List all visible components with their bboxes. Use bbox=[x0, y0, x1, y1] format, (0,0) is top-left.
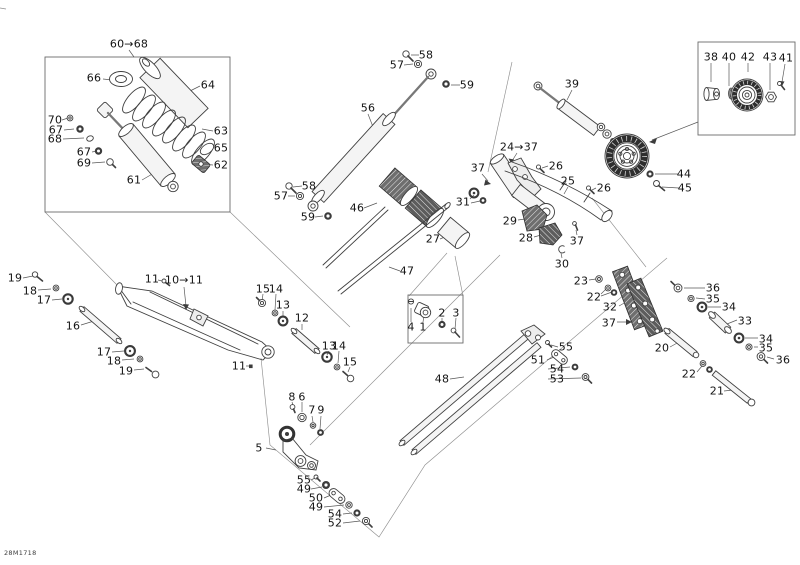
rocker-arm-32 bbox=[611, 265, 664, 338]
roller-27 bbox=[436, 216, 471, 249]
rod-12-assembly bbox=[255, 296, 355, 383]
ball-joint-69 bbox=[106, 158, 117, 169]
rubber-stop-29 bbox=[521, 204, 548, 232]
rocker-fasteners-22-23 bbox=[595, 275, 618, 296]
washer-70 bbox=[66, 114, 74, 122]
screw-37 bbox=[572, 221, 579, 231]
rod-16 bbox=[79, 306, 122, 344]
rod-20-21-fasteners-22 bbox=[699, 360, 713, 373]
shock-56-upper-fasteners bbox=[402, 50, 450, 88]
screw-3 bbox=[450, 327, 461, 338]
rubber-stop-28 bbox=[538, 222, 563, 246]
hub-spacer-38 bbox=[703, 87, 720, 101]
idler-wheel-detail-group bbox=[703, 78, 786, 112]
spring-seat-65 bbox=[199, 142, 215, 156]
center-shock-56 bbox=[285, 50, 450, 220]
arm-tube-25 bbox=[504, 161, 613, 223]
screw-26-right bbox=[585, 185, 595, 195]
roller-46-assembly bbox=[322, 167, 445, 269]
front-arm-assembly bbox=[115, 278, 275, 369]
arrowhead-37-rocker bbox=[626, 319, 632, 325]
detail-box-idler bbox=[697, 41, 796, 136]
bolt-11b bbox=[249, 364, 253, 369]
link-51-assembly bbox=[545, 340, 593, 384]
lower-link-50-chain bbox=[313, 474, 373, 528]
screw-41 bbox=[777, 81, 786, 91]
link-rod-20 bbox=[663, 327, 700, 359]
detail-box-shock bbox=[44, 56, 231, 213]
snap-ring-30 bbox=[558, 245, 566, 254]
idler-wheel-42 bbox=[730, 78, 764, 112]
pivot-hardware-detail-group bbox=[407, 298, 461, 338]
detail-box-hardware bbox=[407, 294, 464, 344]
washer-nut-31 bbox=[468, 187, 487, 204]
shock-absorber-detail-group bbox=[66, 56, 215, 193]
screw-26-upper bbox=[535, 164, 545, 174]
rod-16-assembly bbox=[31, 271, 160, 379]
link-rod-33-hardware bbox=[670, 280, 769, 364]
rear-arm-assembly bbox=[468, 153, 613, 254]
idler-wheel-fasteners-44-45 bbox=[646, 170, 666, 192]
construction-lines bbox=[0, 7, 668, 538]
link-rod-21 bbox=[711, 370, 756, 407]
crank-fasteners-6-9 bbox=[289, 404, 324, 436]
spring-clamp-62 bbox=[191, 155, 211, 173]
washer-68 bbox=[86, 135, 94, 142]
rail-rods-48 bbox=[398, 324, 546, 456]
bolt-11a bbox=[161, 278, 171, 287]
bell-crank-5 bbox=[278, 425, 319, 471]
arrowhead-to-idler-wheel bbox=[649, 138, 657, 144]
spring-cap-66 bbox=[109, 71, 133, 87]
idler-wheel bbox=[604, 133, 650, 179]
shock-body-61 bbox=[96, 101, 179, 193]
nut-43 bbox=[764, 91, 778, 103]
shock-56-lower-fasteners bbox=[285, 182, 332, 220]
shock-39 bbox=[533, 81, 616, 144]
arrowhead-37-left bbox=[484, 179, 491, 186]
arrowhead-24-37 bbox=[508, 158, 514, 164]
rod-47 bbox=[337, 202, 451, 295]
document-code: 28M1718 bbox=[4, 549, 37, 557]
